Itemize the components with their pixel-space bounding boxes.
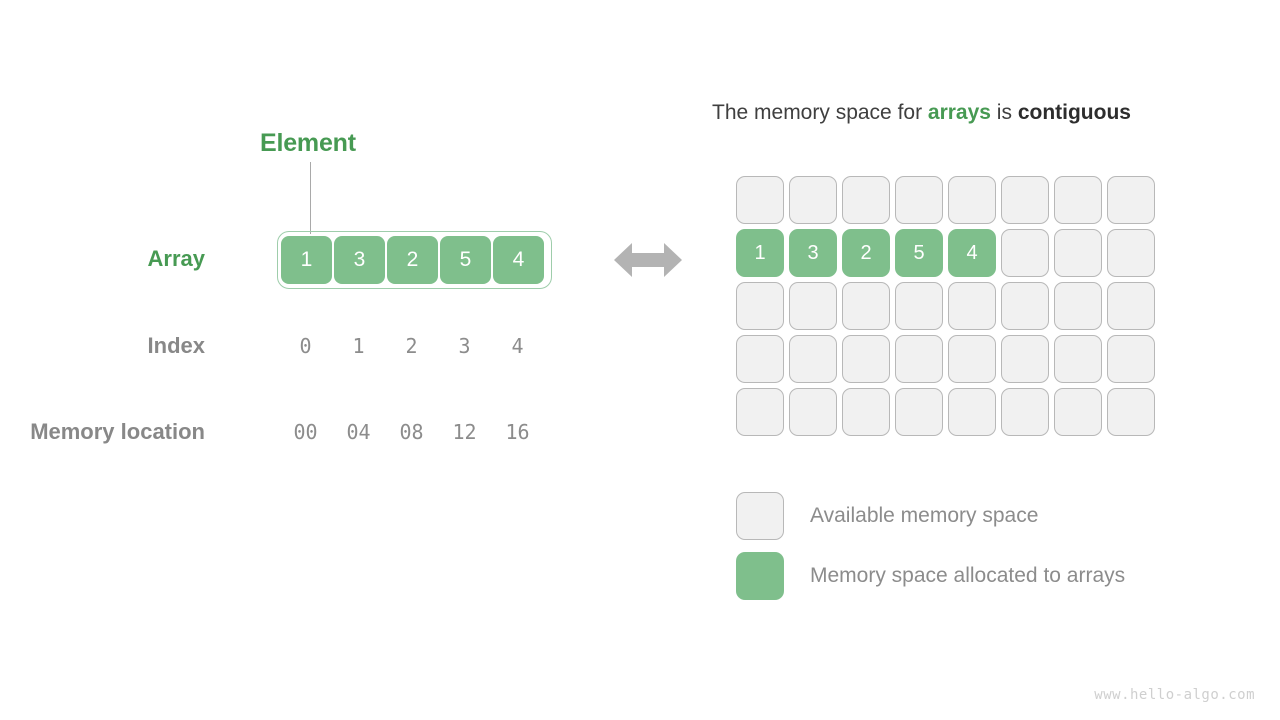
memory-cell-available	[1001, 229, 1049, 277]
memory-cell-available	[1054, 388, 1102, 436]
memory-cell-available	[895, 282, 943, 330]
legend-label: Available memory space	[810, 504, 1039, 527]
memory-cell-available	[842, 282, 890, 330]
memory-cell-available	[1001, 388, 1049, 436]
page-title-segment: The memory space for	[712, 101, 928, 124]
memory-cell-available	[842, 176, 890, 224]
memory-cell-available	[842, 335, 890, 383]
legend-row: Memory space allocated to arrays	[736, 552, 1125, 600]
memory-cell-available	[895, 176, 943, 224]
memory-cell-available	[1001, 176, 1049, 224]
memory-cell-available	[736, 282, 784, 330]
memory-cell-allocated: 5	[895, 229, 943, 277]
legend-row: Available memory space	[736, 492, 1125, 540]
array-cell: 4	[493, 236, 544, 284]
memory-location-value: 04	[346, 420, 371, 444]
memory-cell-available	[1107, 282, 1155, 330]
memory-cell-available	[948, 282, 996, 330]
memory-cell-available	[789, 176, 837, 224]
memory-cell-available	[1054, 282, 1102, 330]
memory-location-value: 00	[293, 420, 318, 444]
memory-cell-available	[789, 335, 837, 383]
page-title: The memory space for arrays is contiguou…	[712, 101, 1131, 125]
legend-swatch-available-icon	[736, 492, 784, 540]
memory-cell-available	[895, 335, 943, 383]
array-cell: 2	[387, 236, 438, 284]
array-cell: 1	[281, 236, 332, 284]
index-row-label: Index	[147, 333, 205, 358]
element-callout-label: Element	[260, 129, 356, 157]
memory-cell-available	[895, 388, 943, 436]
memory-cell-available	[1107, 176, 1155, 224]
legend-swatch-allocated-icon	[736, 552, 784, 600]
memory-cell-available	[1001, 282, 1049, 330]
index-value: 1	[352, 334, 365, 358]
memory-cell-available	[1107, 229, 1155, 277]
index-value: 0	[299, 334, 312, 358]
legend-label: Memory space allocated to arrays	[810, 564, 1126, 587]
memory-cell-available	[1001, 335, 1049, 383]
memory-row-label: Memory location	[30, 419, 205, 444]
memory-location-value: 12	[452, 420, 477, 444]
array-cell: 3	[334, 236, 385, 284]
memory-cell-available	[736, 176, 784, 224]
page-title-segment: is	[990, 101, 1018, 124]
page-title-segment: contiguous	[1017, 101, 1131, 124]
element-callout-connector-line	[310, 162, 311, 234]
memory-cell-available	[948, 388, 996, 436]
memory-cell-allocated: 3	[789, 229, 837, 277]
memory-location-value: 08	[399, 420, 424, 444]
index-value: 2	[405, 334, 418, 358]
memory-location-value: 16	[505, 420, 530, 444]
memory-cell-available	[1054, 176, 1102, 224]
index-value: 3	[458, 334, 471, 358]
memory-cell-available	[948, 176, 996, 224]
index-value: 4	[511, 334, 524, 358]
memory-cell-available	[736, 388, 784, 436]
array-cell: 5	[440, 236, 491, 284]
memory-cell-allocated: 1	[736, 229, 784, 277]
page-title-segment: arrays	[927, 101, 991, 124]
memory-cell-available	[1054, 335, 1102, 383]
memory-cell-allocated: 4	[948, 229, 996, 277]
memory-cell-available	[1107, 388, 1155, 436]
double-headed-horizontal-arrow-icon	[614, 243, 682, 277]
memory-cell-available	[736, 335, 784, 383]
memory-cell-available	[1054, 229, 1102, 277]
memory-cell-available	[789, 388, 837, 436]
memory-cell-available	[948, 335, 996, 383]
array-row-label: Array	[147, 246, 205, 271]
memory-cell-allocated: 2	[842, 229, 890, 277]
memory-cell-available	[842, 388, 890, 436]
memory-location-values-row: 00 04 08 12 16	[277, 420, 552, 444]
index-values-row: 0 1 2 3 4	[277, 334, 552, 358]
memory-cell-available	[1107, 335, 1155, 383]
memory-cell-available	[789, 282, 837, 330]
watermark: www.hello-algo.com	[1094, 687, 1255, 703]
